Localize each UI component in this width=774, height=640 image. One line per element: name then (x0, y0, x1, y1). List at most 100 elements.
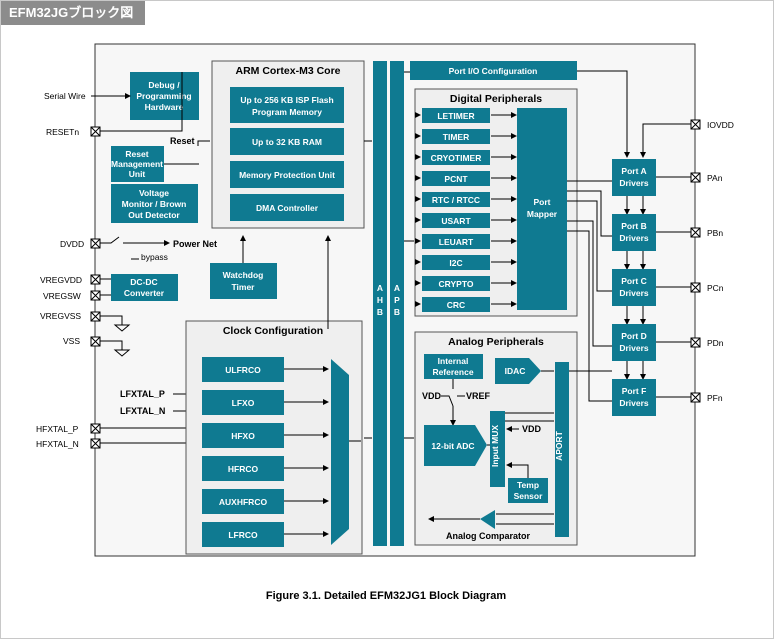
port-driver-label-1: Port C (621, 276, 647, 286)
dma-block (230, 194, 344, 221)
internal-reference-block (424, 354, 483, 379)
ahb-label-2: H (377, 295, 383, 305)
clock-source-block (202, 390, 284, 415)
input-mux-label: Input MUX (490, 425, 500, 467)
idac-block (495, 358, 541, 384)
port-pin-label: PCn (707, 283, 724, 293)
clock-source-label: LFXO (232, 398, 255, 408)
rmu-label-2: Management (111, 159, 163, 169)
watchdog-label-2: Timer (232, 282, 256, 292)
debug-block (130, 72, 199, 120)
debug-label-3: Hardware (145, 102, 184, 112)
pin-vregsw-label: VREGSW (43, 291, 81, 301)
port-driver-label-2: Drivers (619, 178, 649, 188)
mpu-block (230, 161, 344, 188)
ram-block (230, 128, 344, 155)
pin-vregvdd-label: VREGVDD (40, 275, 82, 285)
digital-peripheral-label: LETIMER (437, 111, 474, 121)
adc-block (424, 425, 487, 466)
clock-mux (331, 359, 349, 545)
flash-label-2: Program Memory (252, 107, 322, 117)
digital-title: Digital Peripherals (450, 93, 542, 105)
internal-reference-label-1: Internal (438, 356, 469, 366)
digital-peripheral-label: TIMER (443, 132, 469, 142)
port-pin-label: PDn (707, 338, 724, 348)
ahb-label-3: B (377, 307, 383, 317)
analog-vdd2-label: VDD (522, 424, 542, 434)
port-mapper-block (517, 108, 567, 310)
digital-peripheral-block (422, 108, 490, 123)
port-driver-label-1: Port A (621, 166, 646, 176)
vmon-label-3: Out Detector (128, 210, 180, 220)
port-driver-label-2: Drivers (619, 288, 649, 298)
analog-vref-label: VREF (466, 391, 491, 401)
temp-sensor-label-2: Sensor (514, 491, 544, 501)
ram-label: Up to 32 KB RAM (252, 137, 322, 147)
dma-label: DMA Controller (256, 203, 319, 213)
pin-hfxtal-n-label: HFXTAL_N (36, 439, 79, 449)
flash-block (230, 87, 344, 123)
ahb-label-1: A (377, 283, 383, 293)
port-driver-block (612, 214, 656, 251)
aport-block (555, 362, 569, 537)
port-driver-block (612, 379, 656, 416)
pin-vregvss-label: VREGVSS (40, 311, 81, 321)
debug-label-2: Programming (136, 91, 191, 101)
port-pin-label: PBn (707, 228, 723, 238)
analog-comparator-block (480, 510, 495, 529)
rmu-label-1: Reset (125, 149, 148, 159)
reset-label: Reset (170, 136, 195, 146)
port-pin-label: PFn (707, 393, 723, 403)
digital-peripheral-block (422, 213, 490, 228)
clock-source-block (202, 357, 284, 382)
rmu-block (111, 146, 164, 182)
port-driver-label-2: Drivers (619, 343, 649, 353)
ahb-bus (373, 61, 387, 546)
figure-caption: Figure 3.1. Detailed EFM32JG1 Block Diag… (266, 590, 506, 602)
debug-label-1: Debug / (148, 80, 180, 90)
clock-title: Clock Configuration (223, 325, 323, 337)
port-driver-label-1: Port D (621, 331, 647, 341)
iovdd-label: IOVDD (707, 120, 734, 130)
temp-sensor-block (508, 478, 548, 503)
mpu-label: Memory Protection Unit (239, 170, 335, 180)
power-net-label: Power Net (173, 239, 217, 249)
digital-peripheral-label: CRYOTIMER (431, 153, 482, 163)
pin-lfxtal-n-label: LFXTAL_N (120, 406, 165, 416)
port-driver-label-1: Port F (622, 386, 647, 396)
port-driver-block (612, 159, 656, 196)
internal-reference-label-2: Reference (432, 367, 473, 377)
digital-peripheral-block (422, 255, 490, 270)
bypass-label: bypass (141, 252, 168, 262)
digital-peripheral-label: I2C (449, 258, 462, 268)
digital-peripheral-block (422, 171, 490, 186)
apb-label-3: B (394, 307, 400, 317)
clock-source-label: LFRCO (228, 530, 258, 540)
clock-source-block (202, 489, 284, 514)
pin-dvdd-label: DVDD (60, 239, 84, 249)
port-mapper-label-1: Port (534, 197, 551, 207)
port-io-config-block (410, 61, 577, 80)
analog-vdd-label: VDD (422, 391, 442, 401)
clock-source-label: ULFRCO (225, 365, 261, 375)
digital-peripheral-label: USART (441, 216, 471, 226)
vmon-label-1: Voltage (139, 188, 169, 198)
digital-peripheral-label: PCNT (444, 174, 468, 184)
aport-label: APORT (554, 430, 564, 461)
digital-peripheral-label: CRYPTO (439, 279, 474, 289)
clock-source-block (202, 423, 284, 448)
apb-label-1: A (394, 283, 400, 293)
port-driver-block (612, 269, 656, 306)
watchdog-label-1: Watchdog (223, 270, 264, 280)
input-mux-block (490, 411, 505, 487)
apb-bus (390, 61, 404, 546)
digital-peripheral-label: LEUART (439, 237, 474, 247)
rmu-label-3: Unit (129, 169, 146, 179)
port-driver-label-2: Drivers (619, 233, 649, 243)
temp-sensor-label-1: Temp (517, 480, 539, 490)
